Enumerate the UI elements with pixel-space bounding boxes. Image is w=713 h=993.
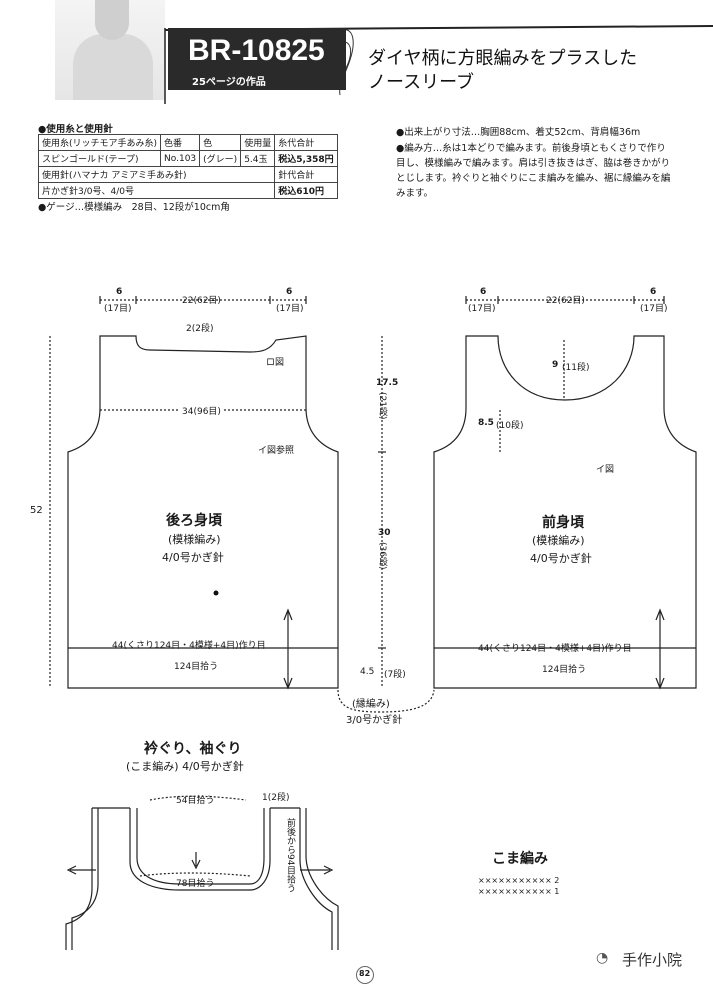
title-line-2: ノースリーブ <box>368 72 475 93</box>
model-photo <box>55 0 165 100</box>
front-cast-on: 44(くさり124目・4模様+4目)作り目 <box>478 644 632 654</box>
method-line-4: みます。 <box>396 188 434 199</box>
page-number-circle <box>356 966 374 984</box>
front-arm-depth: 8.5 <box>478 418 494 428</box>
back-top-right-sub: (17目) <box>276 304 304 314</box>
pattern-code: BR-10825 <box>188 34 325 67</box>
front-title: 前身頃 <box>542 515 584 531</box>
back-top-mid: 22(62目) <box>182 296 221 306</box>
koma-title: こま編み <box>492 851 548 867</box>
method-line-3: とじします。衿ぐりと袖ぐりにこま編みを編み、裾に縁編みを編 <box>396 173 671 184</box>
edge-hook: 3/0号かぎ針 <box>346 715 403 726</box>
materials-heading: ●使用糸と使用針 <box>38 124 113 135</box>
back-title: 後ろ身頃 <box>166 513 222 529</box>
front-neck-pickup: 78目拾う <box>176 879 215 889</box>
neck-outer-curve <box>129 808 271 891</box>
back-cast-on: 44(くさり124目・4模様+4目)作り目 <box>112 641 266 651</box>
edge-pattern: (縁編み) <box>352 699 390 710</box>
back-hook: 4/0号かぎ針 <box>162 551 224 564</box>
edge-bracket <box>337 689 435 713</box>
koma-row-2: ××××××××××× 2 <box>478 876 560 885</box>
table-row: 使用針(ハマナカ アミアミ手あみ針) 針代合計 <box>37 166 338 183</box>
table-cell: 税込610円 <box>274 182 338 199</box>
koma-row-1: ××××××××××× 1 <box>478 887 560 896</box>
collar-rows: 1(2段) <box>262 793 290 803</box>
back-top-right-value: 6 <box>286 287 293 297</box>
edge-rows: (7段) <box>384 670 406 680</box>
collar-subtitle: (こま編み) 4/0号かぎ針 <box>126 760 244 773</box>
front-hook: 4/0号かぎ針 <box>530 552 592 565</box>
front-top-right-sub: (17目) <box>640 304 668 314</box>
wechat-icon: ◔ <box>596 950 609 966</box>
front-top-left-value: 6 <box>480 287 487 297</box>
body-height: 30 <box>378 528 391 538</box>
table-cell: 片かぎ針3/0号、4/0号 <box>37 182 276 199</box>
back-pickup: 124目拾う <box>174 662 219 672</box>
ro-reference: ロ図 <box>266 358 285 368</box>
model-body <box>73 34 153 100</box>
front-top-mid: 22(62目) <box>546 296 585 306</box>
back-neck-depth: 2(2段) <box>186 324 214 334</box>
table-cell: (グレー) <box>199 150 242 167</box>
size-note: ●出来上がり寸法…胸囲88cm、着丈52cm、背肩幅36m <box>396 127 641 138</box>
back-center-dot <box>213 590 219 596</box>
front-pickup: 124目拾う <box>542 665 587 675</box>
back-pattern: (模様編み) <box>168 533 221 546</box>
i-reference: イ図参照 <box>258 446 295 456</box>
page-number: 82 <box>359 969 371 978</box>
armhole-rows: (21段) <box>377 392 387 420</box>
back-top-left-sub: (17目) <box>104 304 132 314</box>
gauge-text: ●ゲージ…模様編み 28目、12段が10cm角 <box>38 202 230 213</box>
back-width: 34(96目) <box>180 404 223 417</box>
front-neck-depth: 9 <box>552 360 559 370</box>
front-i-reference: イ図 <box>596 465 615 475</box>
sleeve-pickup: 前後から94目拾う <box>285 818 295 893</box>
front-top-left-sub: (17目) <box>468 304 496 314</box>
front-arm-rows: (10段) <box>496 421 524 431</box>
front-pattern: (模様編み) <box>532 534 585 547</box>
front-neck-rows: (11段) <box>562 363 590 373</box>
collar-diagram-outline <box>65 808 93 950</box>
table-row: 片かぎ針3/0号、4/0号 税込610円 <box>37 182 338 199</box>
front-body-outline <box>433 335 697 689</box>
collar-title: 衿ぐり、袖ぐり <box>144 741 242 757</box>
back-neck-pickup: 54目拾う <box>176 796 215 806</box>
code-background <box>168 28 346 90</box>
yarn-table: 使用糸(リッチモア手あみ糸) 色番 色 使用量 糸代合計 スピンゴールド(テープ… <box>37 134 338 199</box>
method-line-2: 目し、模様編みで編みます。肩は引き抜きはぎ、脇は巻きかがり <box>396 158 671 169</box>
body-rows: (36段) <box>377 542 387 570</box>
edge-height: 4.5 <box>360 667 375 677</box>
back-body-outline <box>67 335 339 689</box>
page-reference: 25ページの作品 <box>192 77 266 88</box>
model-head <box>95 0 129 40</box>
back-total-height: 52 <box>30 505 43 516</box>
armhole-height: 17.5 <box>376 378 399 388</box>
method-line-1: ●編み方…糸は1本どりで編みます。前後身頃ともくさりで作り <box>396 143 666 154</box>
watermark: 手作小院 <box>622 951 683 969</box>
title-line-1: ダイヤ柄に方眼編みをプラスした <box>368 48 638 69</box>
back-top-left-value: 6 <box>116 287 123 297</box>
neck-inner-curve <box>136 808 265 885</box>
front-top-right-value: 6 <box>650 287 657 297</box>
